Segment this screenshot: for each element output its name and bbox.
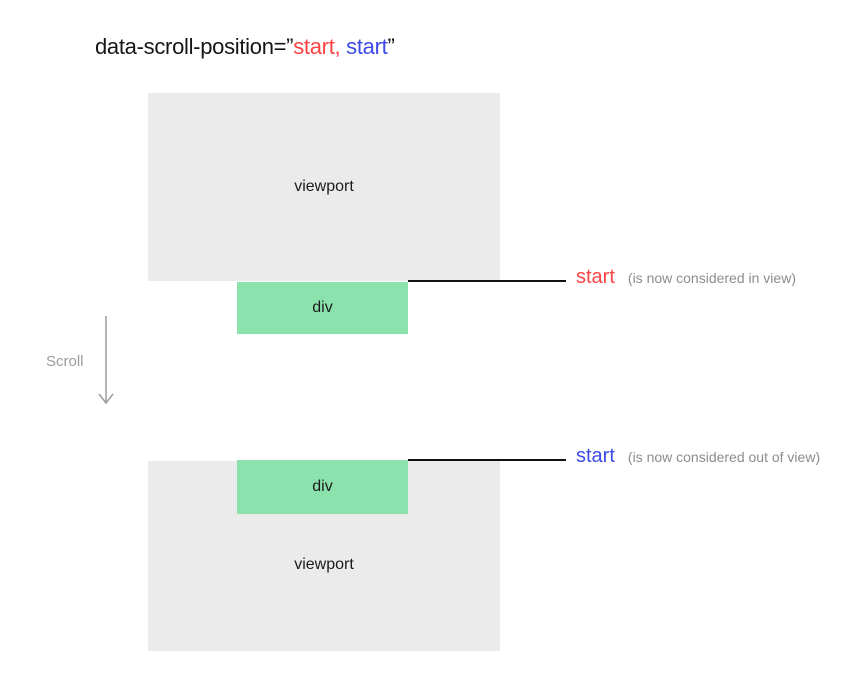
title-attribute-text: data-scroll-position=” bbox=[95, 34, 294, 59]
viewport-box-before: viewport bbox=[148, 93, 500, 281]
marker-after: start (is now considered out of view) bbox=[576, 445, 820, 468]
marker-before: start (is now considered in view) bbox=[576, 266, 796, 289]
title-value-first: start bbox=[293, 34, 335, 59]
div-label-before: div bbox=[312, 299, 333, 316]
marker-label-before: start bbox=[576, 266, 615, 288]
scroll-arrow-icon bbox=[98, 316, 114, 405]
marker-note-after: (is now considered out of view) bbox=[627, 449, 821, 465]
title-separator: , bbox=[334, 34, 347, 59]
connector-line-before bbox=[408, 280, 566, 282]
marker-label-after: start bbox=[576, 445, 615, 467]
title-closing-quote: ” bbox=[387, 34, 395, 59]
div-label-after: div bbox=[312, 478, 333, 495]
title-value-second: start bbox=[346, 34, 388, 59]
marker-note-before: (is now considered in view) bbox=[627, 270, 796, 286]
viewport-label-before: viewport bbox=[294, 178, 354, 195]
viewport-label-after: viewport bbox=[294, 556, 354, 573]
scroll-label: Scroll bbox=[46, 353, 84, 370]
connector-line-after bbox=[408, 459, 566, 461]
scroll-arrow-head bbox=[98, 393, 114, 405]
page-title: data-scroll-position=”start, start” bbox=[95, 34, 395, 60]
div-box-after: div bbox=[237, 460, 408, 514]
div-box-before: div bbox=[237, 282, 408, 334]
